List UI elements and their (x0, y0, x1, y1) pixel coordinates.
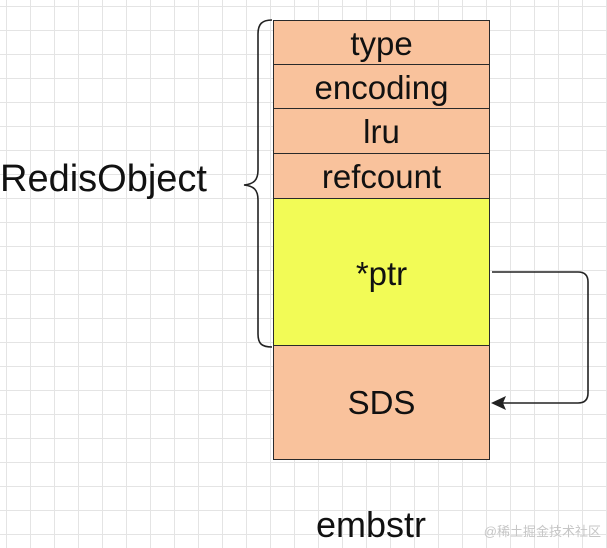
field-lru: lru (273, 108, 490, 154)
field-ptr: *ptr (273, 198, 490, 347)
field-refcount-label: refcount (321, 158, 442, 195)
sds-block: SDS (273, 345, 490, 460)
watermark: @稀土掘金技术社区 (483, 524, 601, 539)
field-ptr-label: *ptr (355, 255, 408, 292)
field-encoding-label: encoding (314, 68, 449, 106)
embstr-caption: embstr (316, 504, 427, 545)
field-type: type (273, 20, 490, 66)
sds-label: SDS (347, 384, 416, 421)
pointer-arrow-icon (492, 271, 589, 404)
field-type-label: type (350, 24, 413, 62)
curly-brace-left-icon (243, 19, 273, 348)
redisobject-label: RedisObject (0, 158, 207, 200)
field-lru-label: lru (363, 112, 400, 150)
arrowhead-icon (491, 396, 506, 410)
field-refcount: refcount (273, 153, 490, 200)
